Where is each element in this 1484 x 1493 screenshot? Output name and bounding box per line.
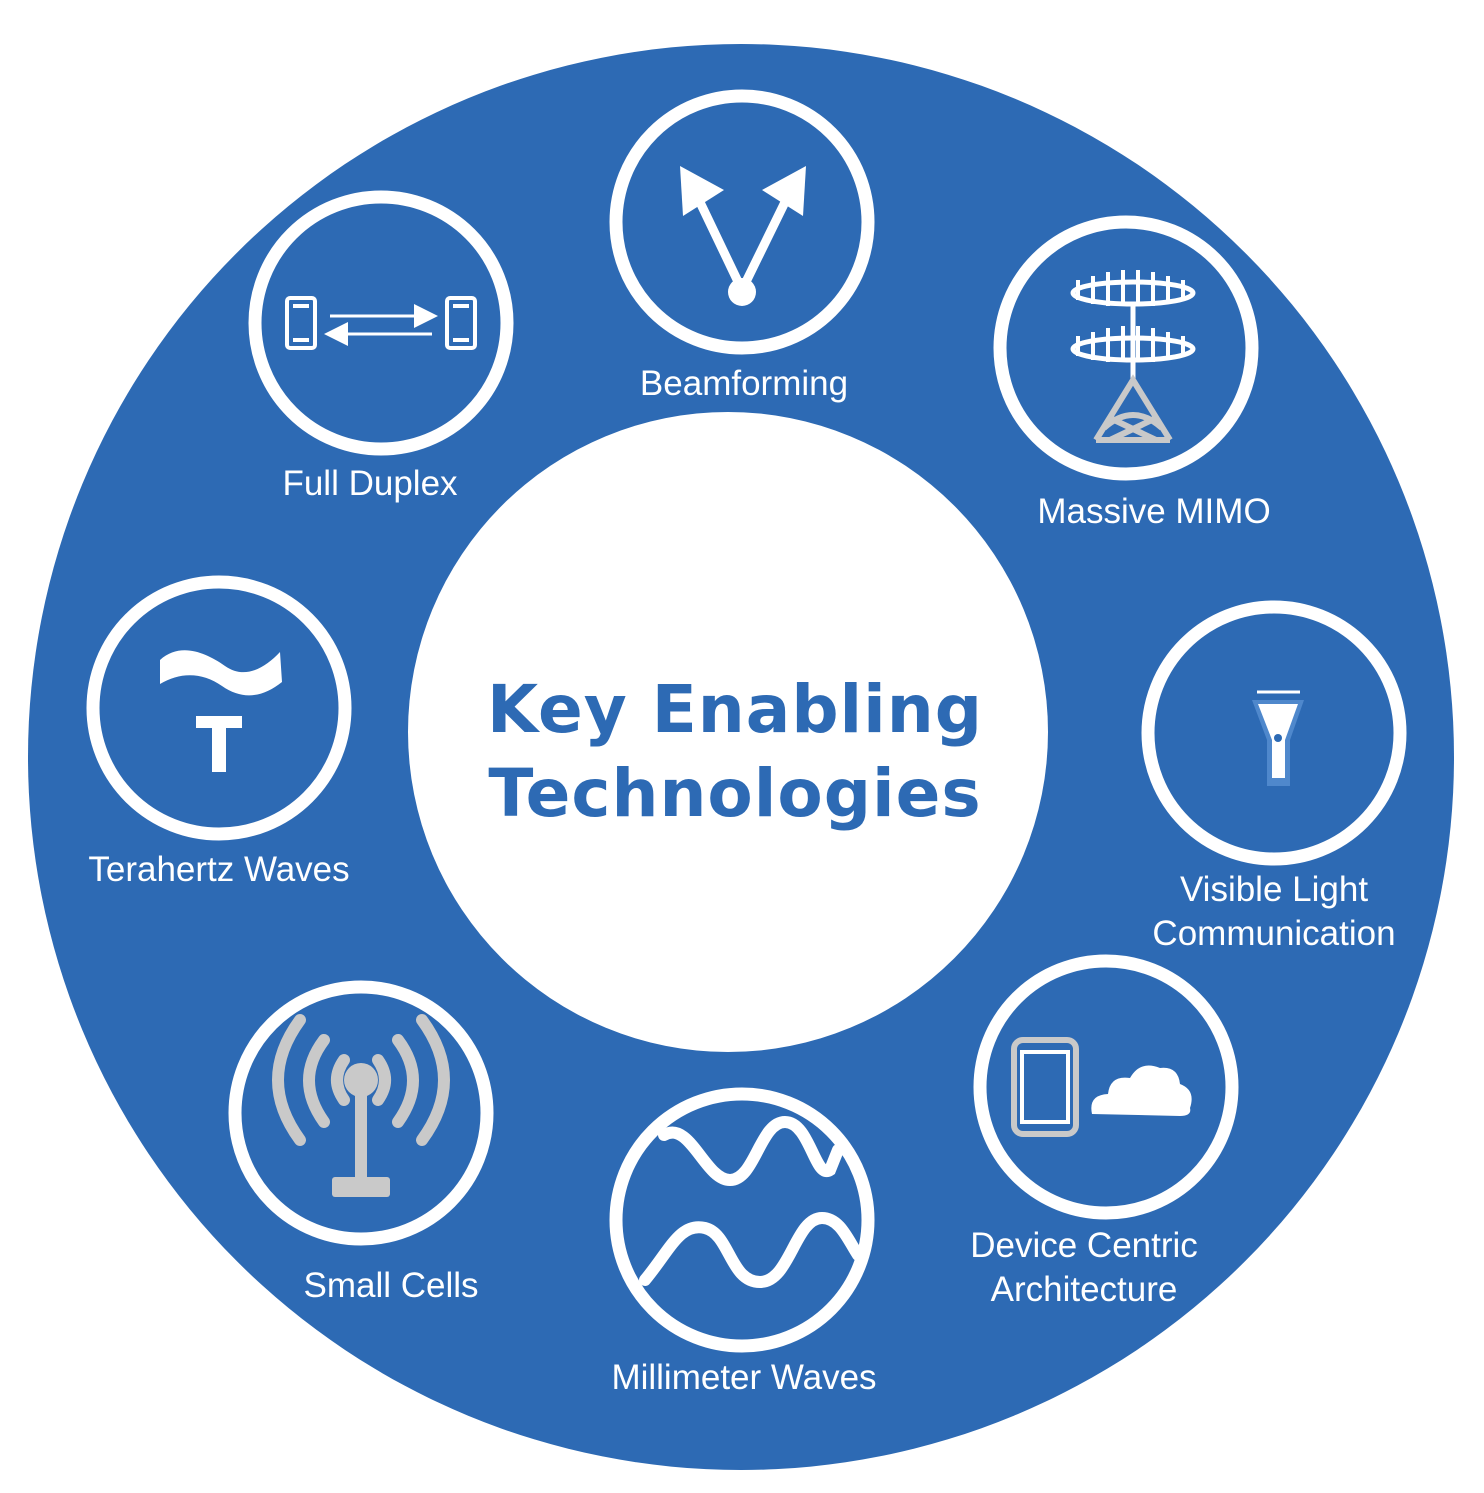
node-circle (248, 190, 514, 456)
node-millimeter-waves (609, 1087, 875, 1353)
node-massive-mimo (993, 215, 1259, 481)
flashlight-icon (1252, 690, 1304, 786)
label-full-duplex: Full Duplex (282, 464, 458, 503)
antenna-head (344, 1063, 378, 1097)
node-circle (993, 215, 1259, 481)
center-title-line2: Technologies (488, 755, 982, 832)
beamforming-arrows-icon (680, 166, 806, 306)
label-millimeter-waves: Millimeter Waves (611, 1358, 877, 1397)
antenna-mast (355, 1090, 367, 1182)
sine-waves-icon (639, 1115, 864, 1289)
center-title: Key Enabling Technologies (487, 668, 983, 836)
node-circle (1141, 600, 1407, 866)
node-circle (609, 1087, 875, 1353)
node-circle (973, 954, 1239, 1220)
node-circle (86, 575, 352, 841)
antenna-base (332, 1177, 390, 1197)
node-device-centric (973, 954, 1239, 1220)
phones-bidirectional-icon (285, 296, 477, 350)
node-full-duplex (248, 190, 514, 456)
wave-t-icon (160, 650, 282, 772)
center-disc (408, 412, 1048, 1052)
tower-base (1093, 374, 1173, 443)
label-device-centric-line2: Architecture (990, 1270, 1178, 1309)
broadcast-antenna-icon (272, 1014, 450, 1146)
node-circle (228, 980, 494, 1246)
label-massive-mimo: Massive MIMO (1037, 492, 1271, 531)
node-small-cells (228, 980, 494, 1246)
label-device-centric-line1: Device Centric (970, 1226, 1198, 1265)
node-visible-light (1141, 600, 1407, 866)
antenna-array-tower-icon (1070, 270, 1196, 385)
label-small-cells: Small Cells (303, 1266, 479, 1305)
label-visible-light-line2: Communication (1152, 914, 1396, 953)
center-title-line1: Key Enabling (486, 671, 984, 748)
node-circle (609, 89, 875, 355)
label-terahertz-waves: Terahertz Waves (88, 850, 350, 889)
label-beamforming: Beamforming (639, 364, 849, 403)
label-visible-light-line1: Visible Light (1179, 870, 1369, 909)
node-beamforming (609, 89, 875, 355)
tablet-cloud-icon (1011, 1037, 1192, 1137)
node-terahertz-waves (86, 575, 352, 841)
